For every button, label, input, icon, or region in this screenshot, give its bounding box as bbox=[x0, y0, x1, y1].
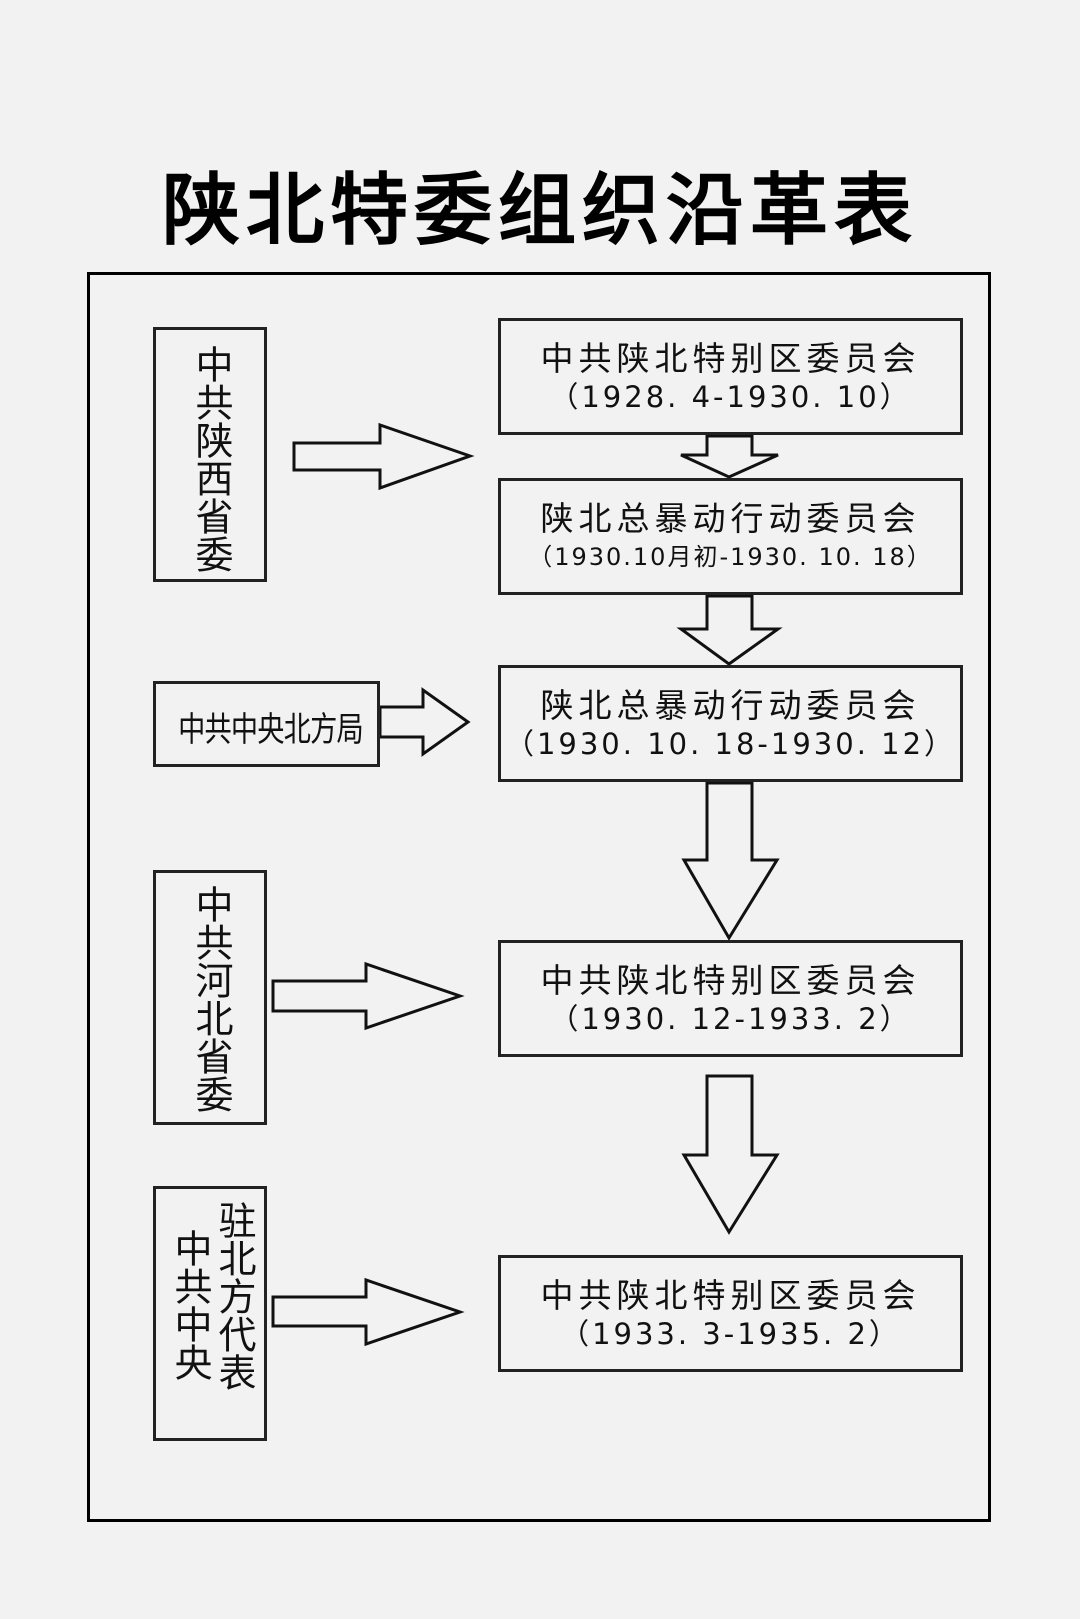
source-label: 中共中央北方局 bbox=[178, 710, 364, 750]
node-name: 中共陕北特别区委员会 bbox=[540, 1275, 921, 1315]
down-arrow-icon bbox=[680, 434, 779, 479]
source-label-col1: 中共中央 bbox=[168, 1229, 212, 1381]
node-name: 中共陕北特别区委员会 bbox=[540, 338, 921, 378]
outer-frame bbox=[87, 272, 991, 1522]
timeline-node-5: 中共陕北特别区委员会 （1933. 3-1935. 2） bbox=[498, 1255, 963, 1372]
source-label-col2: 驻北方代表 bbox=[212, 1201, 256, 1391]
timeline-node-1: 中共陕北特别区委员会 （1928. 4-1930. 10） bbox=[498, 318, 963, 435]
node-period: （1930. 12-1933. 2） bbox=[549, 1001, 912, 1036]
source-hebei-provincial-committee: 中共河北省委 bbox=[153, 870, 267, 1125]
node-name: 陕北总暴动行动委员会 bbox=[540, 498, 921, 538]
right-arrow-icon bbox=[271, 1277, 465, 1347]
timeline-node-2: 陕北总暴动行动委员会 （1930.10月初-1930. 10. 18） bbox=[498, 478, 963, 595]
timeline-node-4: 中共陕北特别区委员会 （1930. 12-1933. 2） bbox=[498, 940, 963, 1057]
right-arrow-icon bbox=[271, 961, 465, 1031]
node-period: （1928. 4-1930. 10） bbox=[549, 379, 912, 414]
chart-title: 陕北特委组织沿革表 bbox=[161, 166, 918, 256]
source-label: 中共河北省委 bbox=[189, 885, 233, 1113]
down-arrow-icon bbox=[681, 1074, 780, 1235]
source-shaanxi-provincial-committee: 中共陕西省委 bbox=[153, 327, 267, 582]
right-arrow-icon bbox=[292, 422, 475, 491]
timeline-node-3: 陕北总暴动行动委员会 （1930. 10. 18-1930. 12） bbox=[498, 665, 963, 782]
node-period: （1930. 10. 18-1930. 12） bbox=[504, 726, 957, 761]
node-name: 中共陕北特别区委员会 bbox=[540, 960, 921, 1000]
source-northern-bureau: 中共中央北方局 bbox=[153, 681, 380, 767]
node-period: （1930.10月初-1930. 10. 18） bbox=[528, 542, 933, 571]
down-arrow-icon bbox=[681, 781, 780, 941]
down-arrow-icon bbox=[676, 594, 783, 666]
source-central-representative: 中共中央 驻北方代表 bbox=[153, 1186, 267, 1441]
node-period: （1933. 3-1935. 2） bbox=[560, 1316, 901, 1351]
node-name: 陕北总暴动行动委员会 bbox=[540, 685, 921, 725]
right-arrow-icon bbox=[378, 687, 471, 757]
source-label: 中共陕西省委 bbox=[189, 345, 233, 573]
